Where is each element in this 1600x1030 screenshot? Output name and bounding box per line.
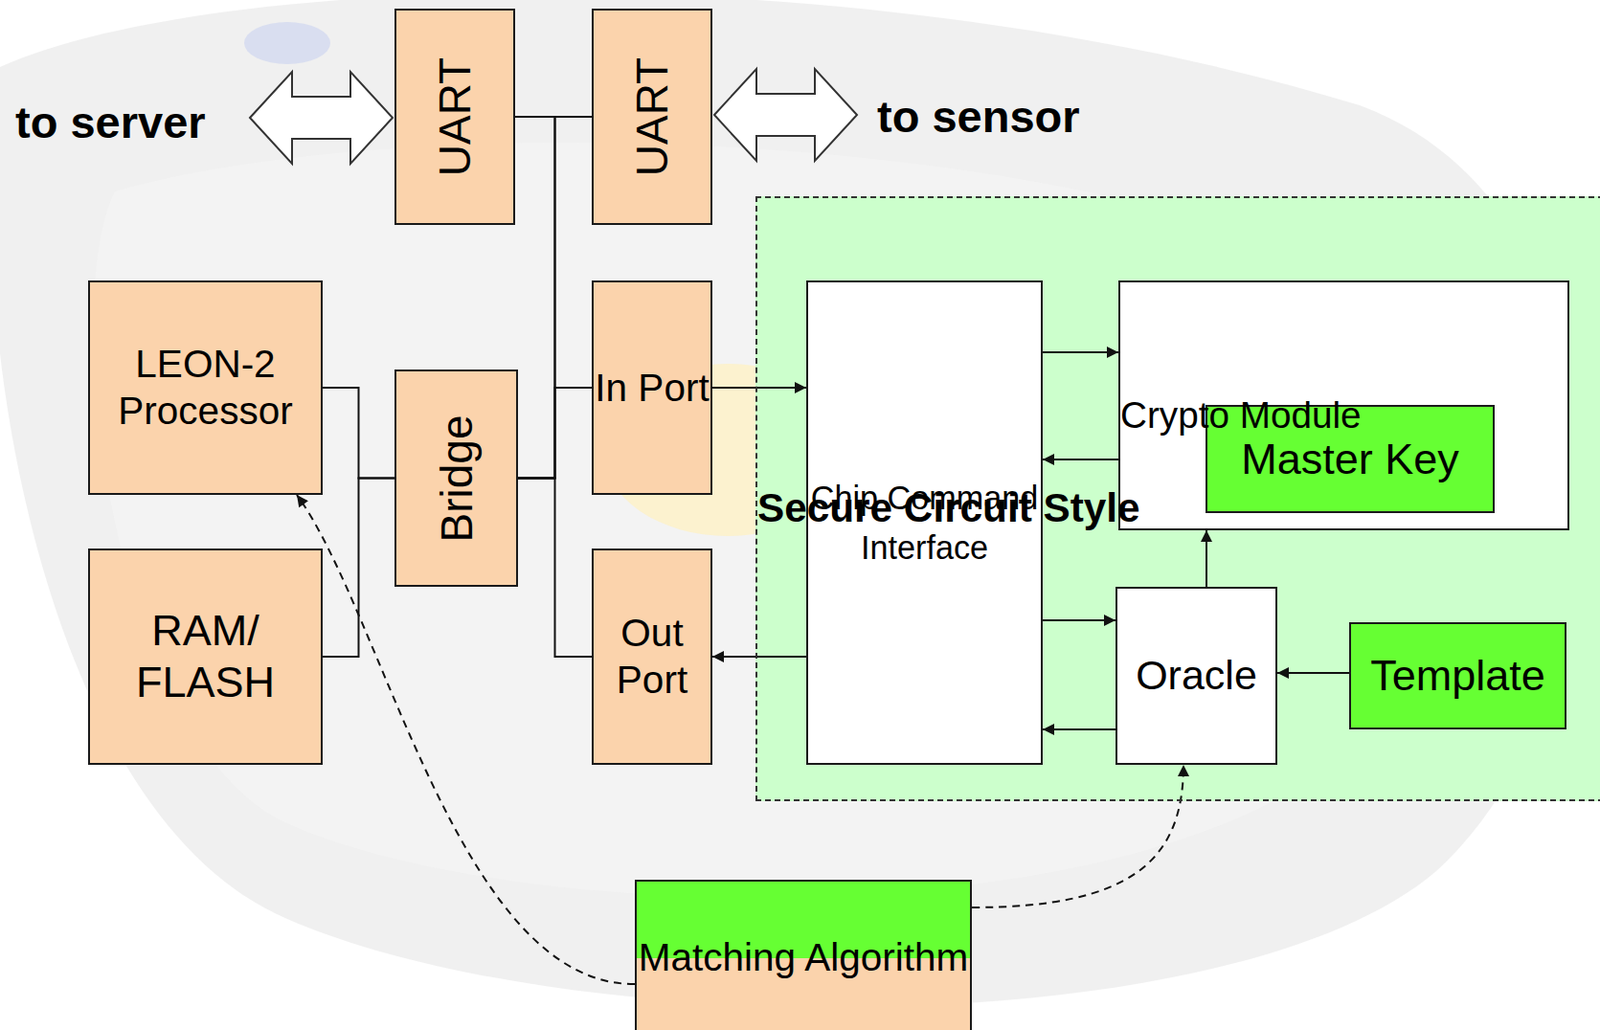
node-label: UART [430, 57, 480, 177]
double-arrow-sensor [714, 68, 857, 161]
bus-line [518, 478, 592, 658]
crypto-module: Crypto ModuleMaster Key [1118, 280, 1570, 531]
processor-block: LEON-2 Processor [88, 280, 323, 496]
bridge-block: Bridge [394, 369, 519, 587]
secure-region: Secure Circuit StyleChip Command Interfa… [755, 196, 1600, 802]
device-button [244, 22, 331, 65]
arrow-connector [1205, 530, 1208, 587]
uart-block: UART [591, 8, 713, 226]
node-label: Matching Algorithm [638, 930, 969, 985]
node-label: RAM/ FLASH [124, 605, 288, 709]
bus-line [515, 116, 556, 479]
arrow-connector [712, 655, 807, 658]
arrow-connector [1042, 458, 1119, 461]
dashed-connector [971, 765, 1184, 908]
bus-line [322, 478, 395, 658]
node-label: Out Port [593, 609, 711, 703]
node-label: Oracle [1135, 651, 1258, 701]
device-silhouette [0, 0, 1582, 1008]
bus-line [518, 116, 592, 479]
node-label: UART [628, 57, 677, 177]
oracle-block: Oracle [1115, 586, 1278, 766]
uart-block: UART [394, 8, 516, 226]
node-label: LEON-2 Processor [90, 340, 321, 434]
node-label: Template [1370, 650, 1546, 702]
port-label: to sensor [877, 90, 1081, 143]
template-block: Template [1349, 622, 1567, 730]
double-arrow-server [249, 71, 393, 164]
node-label: Crypto Module [1120, 393, 1362, 438]
secure-region-fill [755, 196, 1600, 802]
port-block: Out Port [591, 548, 713, 766]
port-label: to server [15, 95, 206, 149]
node-label: Master Key [1240, 433, 1460, 486]
memory-block: RAM/ FLASH [88, 548, 323, 766]
node-label: In Port [594, 364, 709, 412]
arrow-connector [712, 386, 807, 389]
node-label: Chip Command Interface [808, 473, 1041, 573]
interface-block: Chip Command Interface [806, 280, 1043, 766]
arrow-connector [1277, 672, 1350, 675]
arrow-connector [1042, 619, 1116, 622]
bus-line [322, 387, 395, 479]
bus-line [518, 387, 592, 479]
arrow-connector [1042, 728, 1116, 731]
node-label: Bridge [431, 414, 481, 542]
algorithm-block: Matching Algorithm [634, 879, 972, 1030]
port-block: In Port [591, 280, 713, 496]
arrow-connector [1042, 351, 1119, 354]
